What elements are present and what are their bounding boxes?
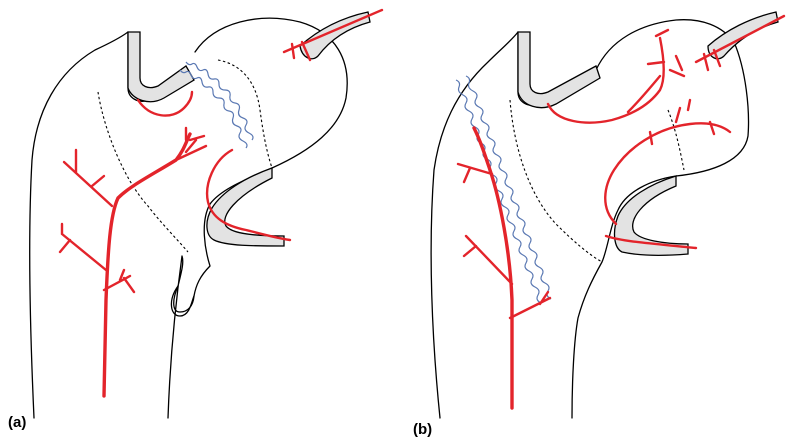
artery-branch-a-3 xyxy=(64,150,112,206)
capsule-top-a xyxy=(128,32,194,102)
artery-branch-b-1 xyxy=(510,292,550,318)
ligament-b xyxy=(708,12,778,59)
panel-a xyxy=(30,10,382,418)
panel-label-a: (a) xyxy=(8,414,26,431)
dotted-line-a-2 xyxy=(218,60,272,168)
growth-plate-a-1 xyxy=(186,62,253,140)
artery-branch-a-2 xyxy=(60,224,106,270)
artery-branch-b-2 xyxy=(464,236,512,284)
capsule-bottom-a xyxy=(207,168,284,246)
capsule-top-b xyxy=(518,32,600,108)
panel-label-b: (b) xyxy=(413,421,432,438)
artery-branch-b-3 xyxy=(458,164,492,182)
panel-b xyxy=(431,12,784,418)
lateral-epiphyseal-artery-b xyxy=(605,100,730,224)
dotted-line-b-1 xyxy=(510,100,602,262)
nutrient-artery-a xyxy=(104,134,190,396)
